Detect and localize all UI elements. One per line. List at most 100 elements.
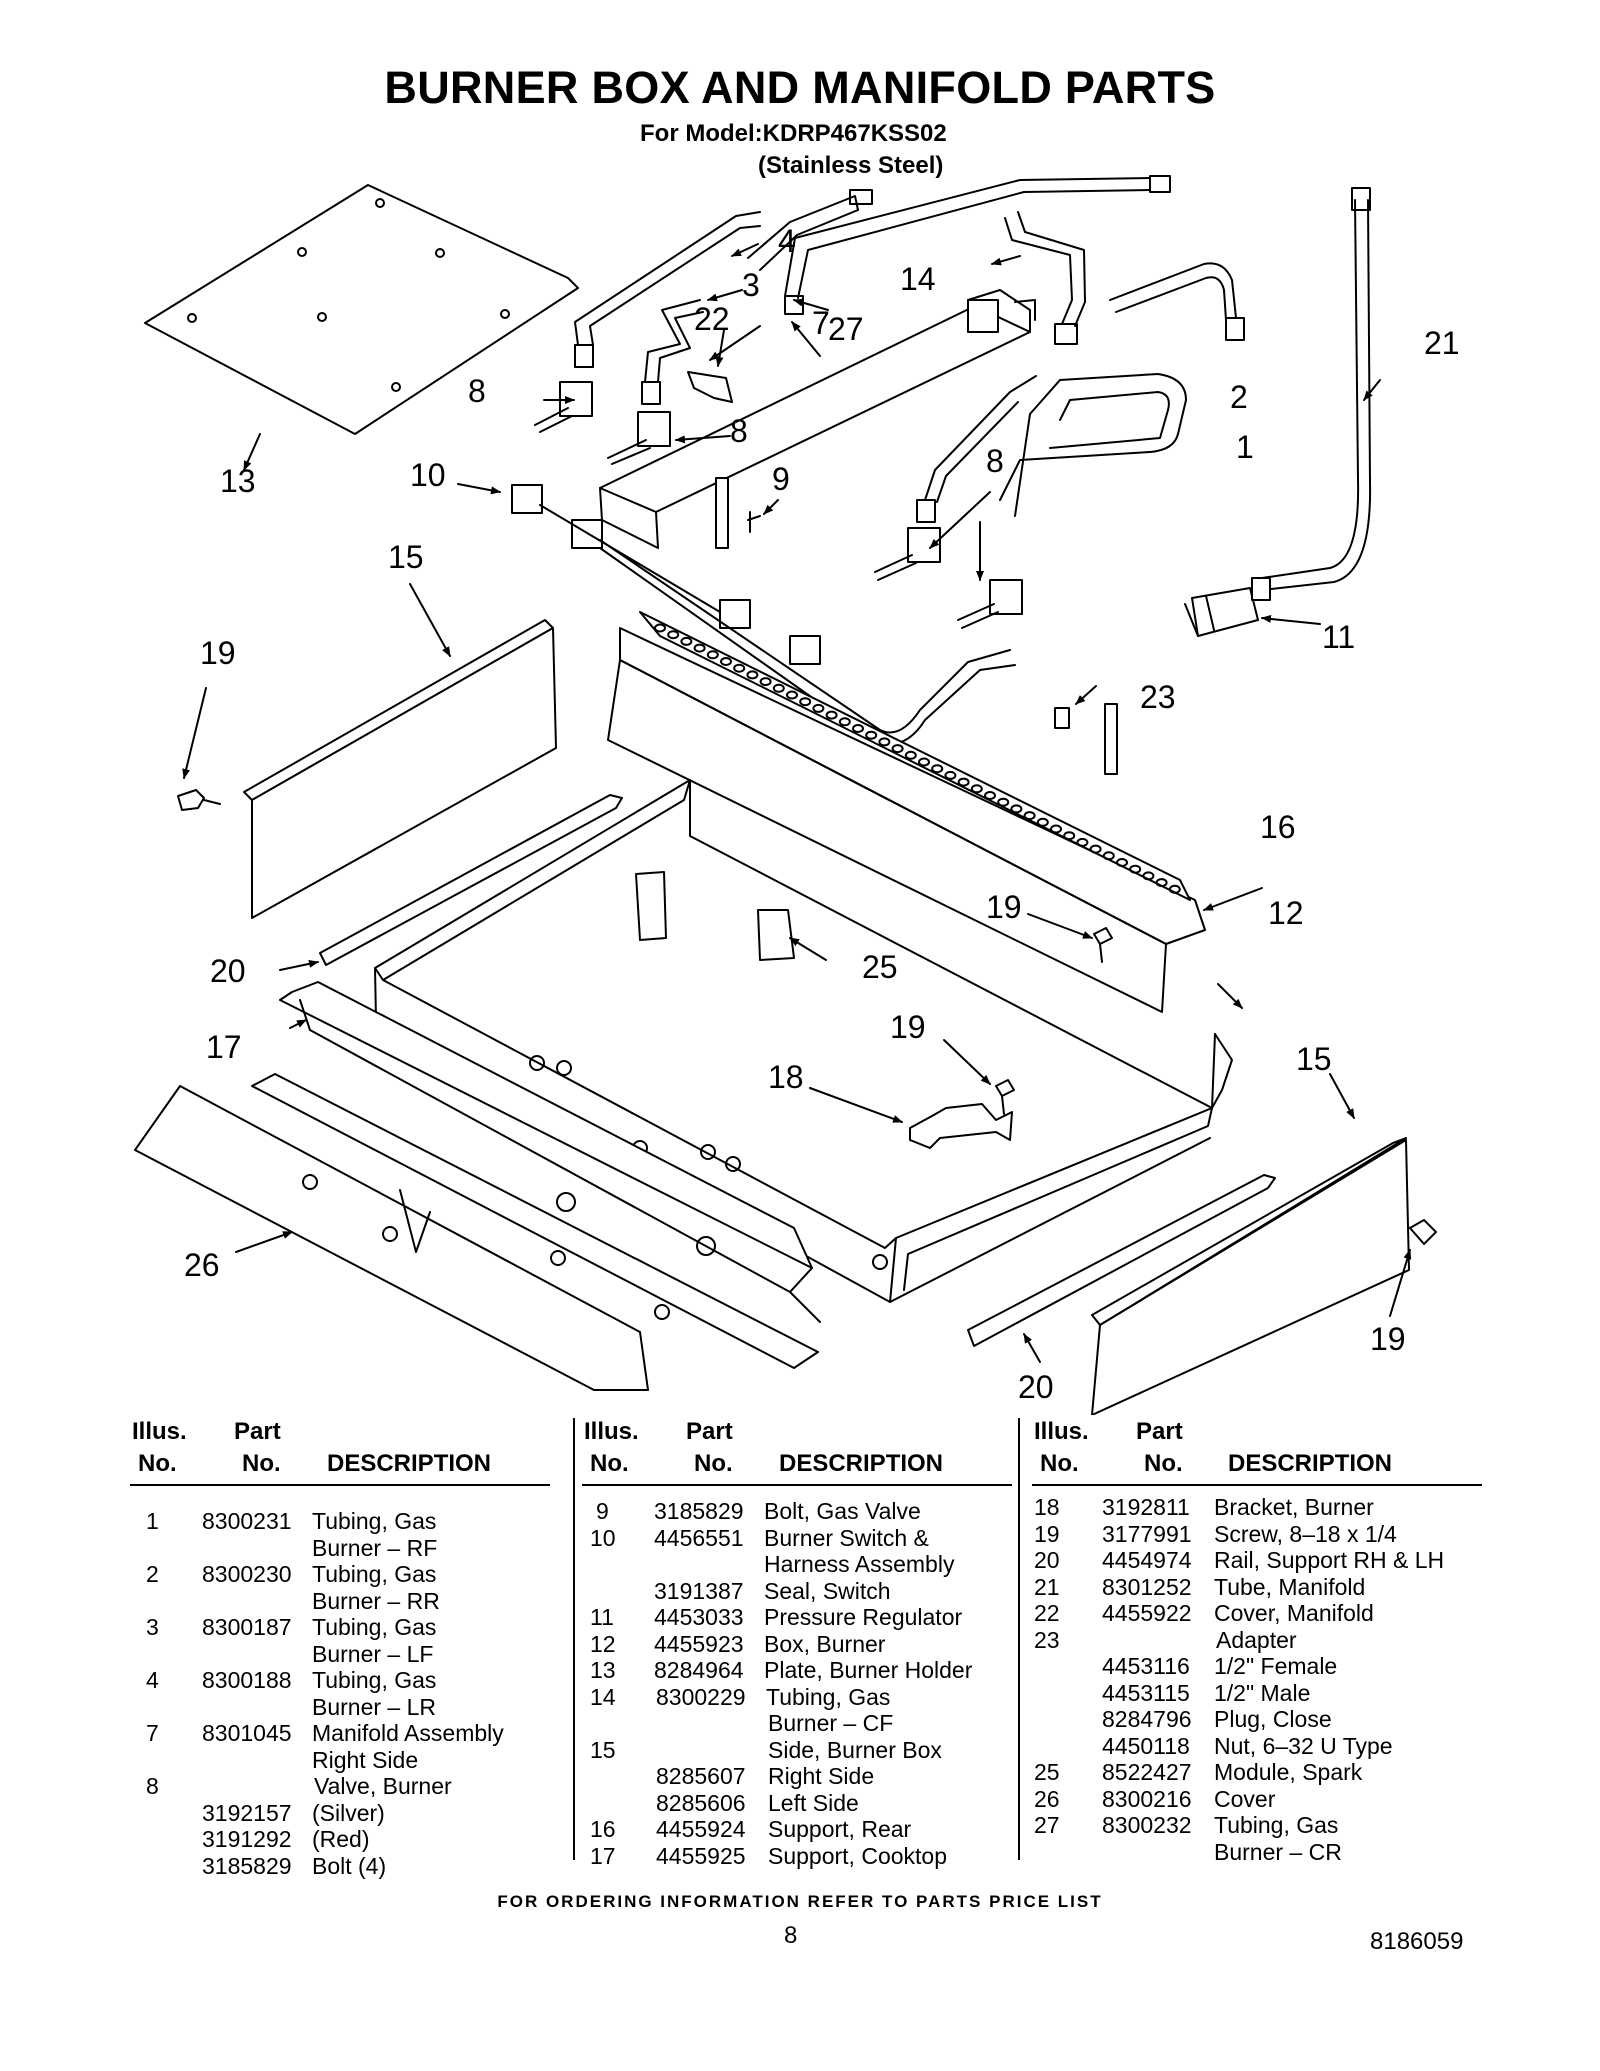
parts-row: Burner – CF xyxy=(768,1710,894,1736)
header-part: Part xyxy=(686,1418,733,1445)
parts-row: 3191292(Red) xyxy=(202,1826,370,1852)
parts-row: 3192157(Silver) xyxy=(202,1799,385,1826)
right-side-panel xyxy=(1091,1137,1410,1415)
header-description: DESCRIPTION xyxy=(779,1450,944,1477)
column-divider-2 xyxy=(1018,1418,1020,1860)
header-illus-no: No. xyxy=(1040,1450,1079,1477)
parts-row: Burner – RR xyxy=(312,1587,440,1614)
header-illus: Illus. xyxy=(1034,1418,1089,1445)
callout-number: 18 xyxy=(768,1059,804,1095)
table-header: Illus. No. Part No. DESCRIPTION xyxy=(130,1418,550,1486)
port-hole xyxy=(984,791,996,800)
parts-row: Burner – LR xyxy=(312,1693,437,1720)
page-number: 8 xyxy=(784,1922,798,1949)
callout-number: 26 xyxy=(184,1247,220,1283)
callout-number: 23 xyxy=(1140,679,1176,715)
port-hole xyxy=(746,670,759,680)
callout-number: 27 xyxy=(828,311,864,347)
burner-switch-harness xyxy=(511,484,1016,746)
callout-number: 8 xyxy=(730,413,748,449)
callout-number: 4 xyxy=(778,223,796,259)
port-hole xyxy=(1155,878,1168,888)
port-hole xyxy=(812,703,825,713)
header-illus-no: No. xyxy=(590,1450,629,1477)
callout-number: 8 xyxy=(986,443,1004,479)
manifold-assembly xyxy=(599,289,1118,775)
port-hole xyxy=(865,730,878,740)
parts-row: Burner – RF xyxy=(312,1534,438,1561)
port-hole xyxy=(1089,844,1102,854)
leader-arrows xyxy=(182,243,1412,1363)
port-hole xyxy=(1063,831,1076,841)
ordering-note: FOR ORDERING INFORMATION REFER TO PARTS … xyxy=(497,1892,1103,1911)
port-hole xyxy=(1036,817,1049,827)
port-hole xyxy=(654,623,666,633)
callout-number: 19 xyxy=(200,635,236,671)
port-hole xyxy=(1102,851,1115,861)
callout-number: 21 xyxy=(1424,325,1460,361)
parts-row: Right Side xyxy=(312,1746,419,1773)
port-hole xyxy=(667,630,680,640)
callout-number: 12 xyxy=(1268,895,1304,931)
callout-number: 25 xyxy=(862,949,898,985)
callout-number: 20 xyxy=(1018,1369,1054,1405)
callout-number: 13 xyxy=(220,463,256,499)
callout-number: 7 xyxy=(812,305,830,341)
manifold-cover xyxy=(687,371,733,403)
callout-number: 17 xyxy=(206,1029,242,1065)
manifold-tube xyxy=(1261,187,1372,591)
header-illus-no: No. xyxy=(138,1450,177,1477)
finish-line: (Stainless Steel) xyxy=(758,152,944,179)
port-hole xyxy=(931,764,944,774)
header-description: DESCRIPTION xyxy=(1228,1450,1393,1477)
column-divider-1 xyxy=(573,1418,575,1860)
table-header: Illus. No. Part No. DESCRIPTION xyxy=(1032,1418,1482,1486)
callout-number: 3 xyxy=(742,267,760,303)
port-hole xyxy=(957,777,970,787)
cooktop-support xyxy=(251,981,821,1369)
burner-holder-plate xyxy=(144,184,579,435)
callout-number: 8 xyxy=(468,373,486,409)
parts-row: Burner – LF xyxy=(312,1640,434,1667)
callout-number: 16 xyxy=(1260,809,1296,845)
header-description: DESCRIPTION xyxy=(327,1450,492,1477)
callout-number: 20 xyxy=(210,953,246,989)
port-hole xyxy=(772,683,785,693)
port-hole xyxy=(799,697,812,707)
cover-panel xyxy=(134,1085,716,1391)
port-hole xyxy=(706,650,719,660)
port-hole xyxy=(997,797,1010,807)
port-hole xyxy=(852,724,864,733)
callout-number: 15 xyxy=(1296,1041,1332,1077)
callout-number: 9 xyxy=(772,461,790,497)
support-rails xyxy=(319,794,1276,1347)
port-hole xyxy=(1129,864,1142,874)
